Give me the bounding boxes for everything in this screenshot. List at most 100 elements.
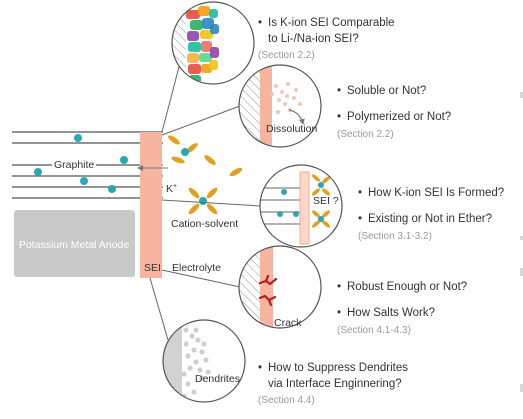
sei-grain xyxy=(187,31,199,41)
k-ion xyxy=(293,211,299,217)
dissolved-particle xyxy=(292,96,296,100)
solvent-molecule xyxy=(188,203,200,215)
sei-grain xyxy=(210,24,219,34)
dissolved-particle xyxy=(285,94,289,98)
svg-text:•: • xyxy=(358,187,362,199)
sei-grain xyxy=(209,60,218,70)
dissolved-particle xyxy=(276,110,280,114)
section-ref: (Section 4.1-4.3) xyxy=(337,325,411,336)
edge-mark xyxy=(520,384,523,392)
potassium-metal-anode xyxy=(14,210,135,277)
sei-grain xyxy=(200,30,213,39)
solvent-molecule xyxy=(186,143,198,153)
section-ref: (Section 3.1-3.2) xyxy=(358,231,432,242)
circle-sei-mosaic xyxy=(171,1,255,85)
formation-k-ions xyxy=(277,174,331,228)
svg-text:•: • xyxy=(337,307,341,319)
dendrite-particle xyxy=(201,341,207,347)
sei-grain xyxy=(190,20,203,30)
svg-text:•: • xyxy=(258,17,262,29)
question-block-2: • Soluble or Not? • Polymerized or Not? … xyxy=(337,85,451,140)
dendrites-label: Dendrites xyxy=(195,373,240,385)
sei-mosaic-grains xyxy=(186,6,219,83)
dendrite-particles xyxy=(181,327,211,402)
dendrite-particle xyxy=(197,367,203,373)
k-ion xyxy=(199,197,207,205)
svg-text:•: • xyxy=(358,213,362,225)
circle-sei-formation: SEI ? xyxy=(259,164,343,248)
k-ion xyxy=(34,168,42,176)
question-text: Polymerized or Not? xyxy=(347,111,451,123)
crack-label: Crack xyxy=(274,317,302,329)
k-ion xyxy=(277,211,283,217)
dendrite-particle xyxy=(199,375,205,381)
graphite-label: Graphite xyxy=(54,159,94,171)
solvent-molecule xyxy=(321,188,331,196)
solvent-molecule xyxy=(229,167,243,177)
circle-dissolution: Dissolution xyxy=(238,64,322,148)
sei-grain xyxy=(209,9,218,18)
dendrite-particle xyxy=(191,347,197,353)
dendrite-particle xyxy=(199,349,205,355)
sei-grain xyxy=(201,41,212,52)
cation-solvent-label: Cation-solvent xyxy=(171,218,238,230)
k-ion xyxy=(108,185,116,193)
left-schematic: Potassium Metal Anode SEI Electrolyte Gr… xyxy=(12,131,243,278)
solvent-molecule xyxy=(168,135,180,145)
sei-grain xyxy=(186,10,200,19)
connector-lines xyxy=(149,62,262,341)
question-text: How Salts Work? xyxy=(347,307,435,319)
question-text: Is K-ion SEI Comparable xyxy=(268,17,395,29)
svg-text:•: • xyxy=(337,85,341,97)
k-ion xyxy=(120,156,128,164)
cation-solvent-complexes xyxy=(168,135,243,215)
solvent-molecule xyxy=(206,187,218,199)
sei-label: SEI xyxy=(144,262,161,274)
dendrite-particle xyxy=(185,381,191,387)
k-ion xyxy=(181,148,189,156)
svg-text:•: • xyxy=(337,281,341,293)
question-text: Existing or Not in Ether? xyxy=(368,213,492,225)
dendrite-particle xyxy=(183,327,189,333)
dendrite-particle xyxy=(185,353,191,359)
intercalated-k-ions xyxy=(34,134,128,193)
sei-grain xyxy=(198,6,210,16)
solvent-molecule xyxy=(311,174,321,182)
k-ion xyxy=(318,216,324,222)
section-ref: (Section 2.2) xyxy=(258,50,315,61)
dissolved-particle xyxy=(274,84,278,88)
k-ion-label: K+ xyxy=(166,183,177,195)
k-ion xyxy=(80,177,88,185)
sei-question-label: SEI ? xyxy=(313,195,339,207)
solvent-molecule xyxy=(321,210,331,218)
dissolved-particle xyxy=(286,82,290,86)
dendrite-particle xyxy=(189,333,195,339)
dendrite-particle xyxy=(183,341,189,347)
question-block-1: • Is K-ion SEI Comparable to Li-/Na-ion … xyxy=(258,17,395,61)
dissolved-particle xyxy=(283,102,287,106)
sei-grain xyxy=(187,53,199,63)
solvent-molecule xyxy=(188,187,200,199)
dendrite-particle xyxy=(203,357,209,363)
edge-mark xyxy=(520,236,523,240)
solvent-molecule xyxy=(321,220,331,228)
edge-mark xyxy=(520,268,523,276)
edge-mark xyxy=(520,92,523,98)
svg-text:•: • xyxy=(337,111,341,123)
dissolved-particle xyxy=(277,98,281,102)
k-ion xyxy=(318,182,324,188)
electrolyte-label: Electrolyte xyxy=(172,262,221,274)
dissolved-particle xyxy=(298,102,302,106)
dendrite-particle xyxy=(181,371,187,377)
solvent-molecule xyxy=(311,210,321,218)
question-block-3: • How K-ion SEI Is Formed? • Existing or… xyxy=(358,187,504,242)
circle-crack: Crack xyxy=(238,245,322,329)
sei-layer xyxy=(140,132,162,278)
svg-text:•: • xyxy=(258,362,262,374)
question-text: How to Suppress Dendrites xyxy=(268,362,408,374)
solvent-molecule xyxy=(171,156,185,164)
dissolved-particle xyxy=(280,90,284,94)
dendrite-particle xyxy=(191,389,197,395)
solvent-molecule xyxy=(311,188,321,196)
anode-label: Potassium Metal Anode xyxy=(19,239,129,251)
